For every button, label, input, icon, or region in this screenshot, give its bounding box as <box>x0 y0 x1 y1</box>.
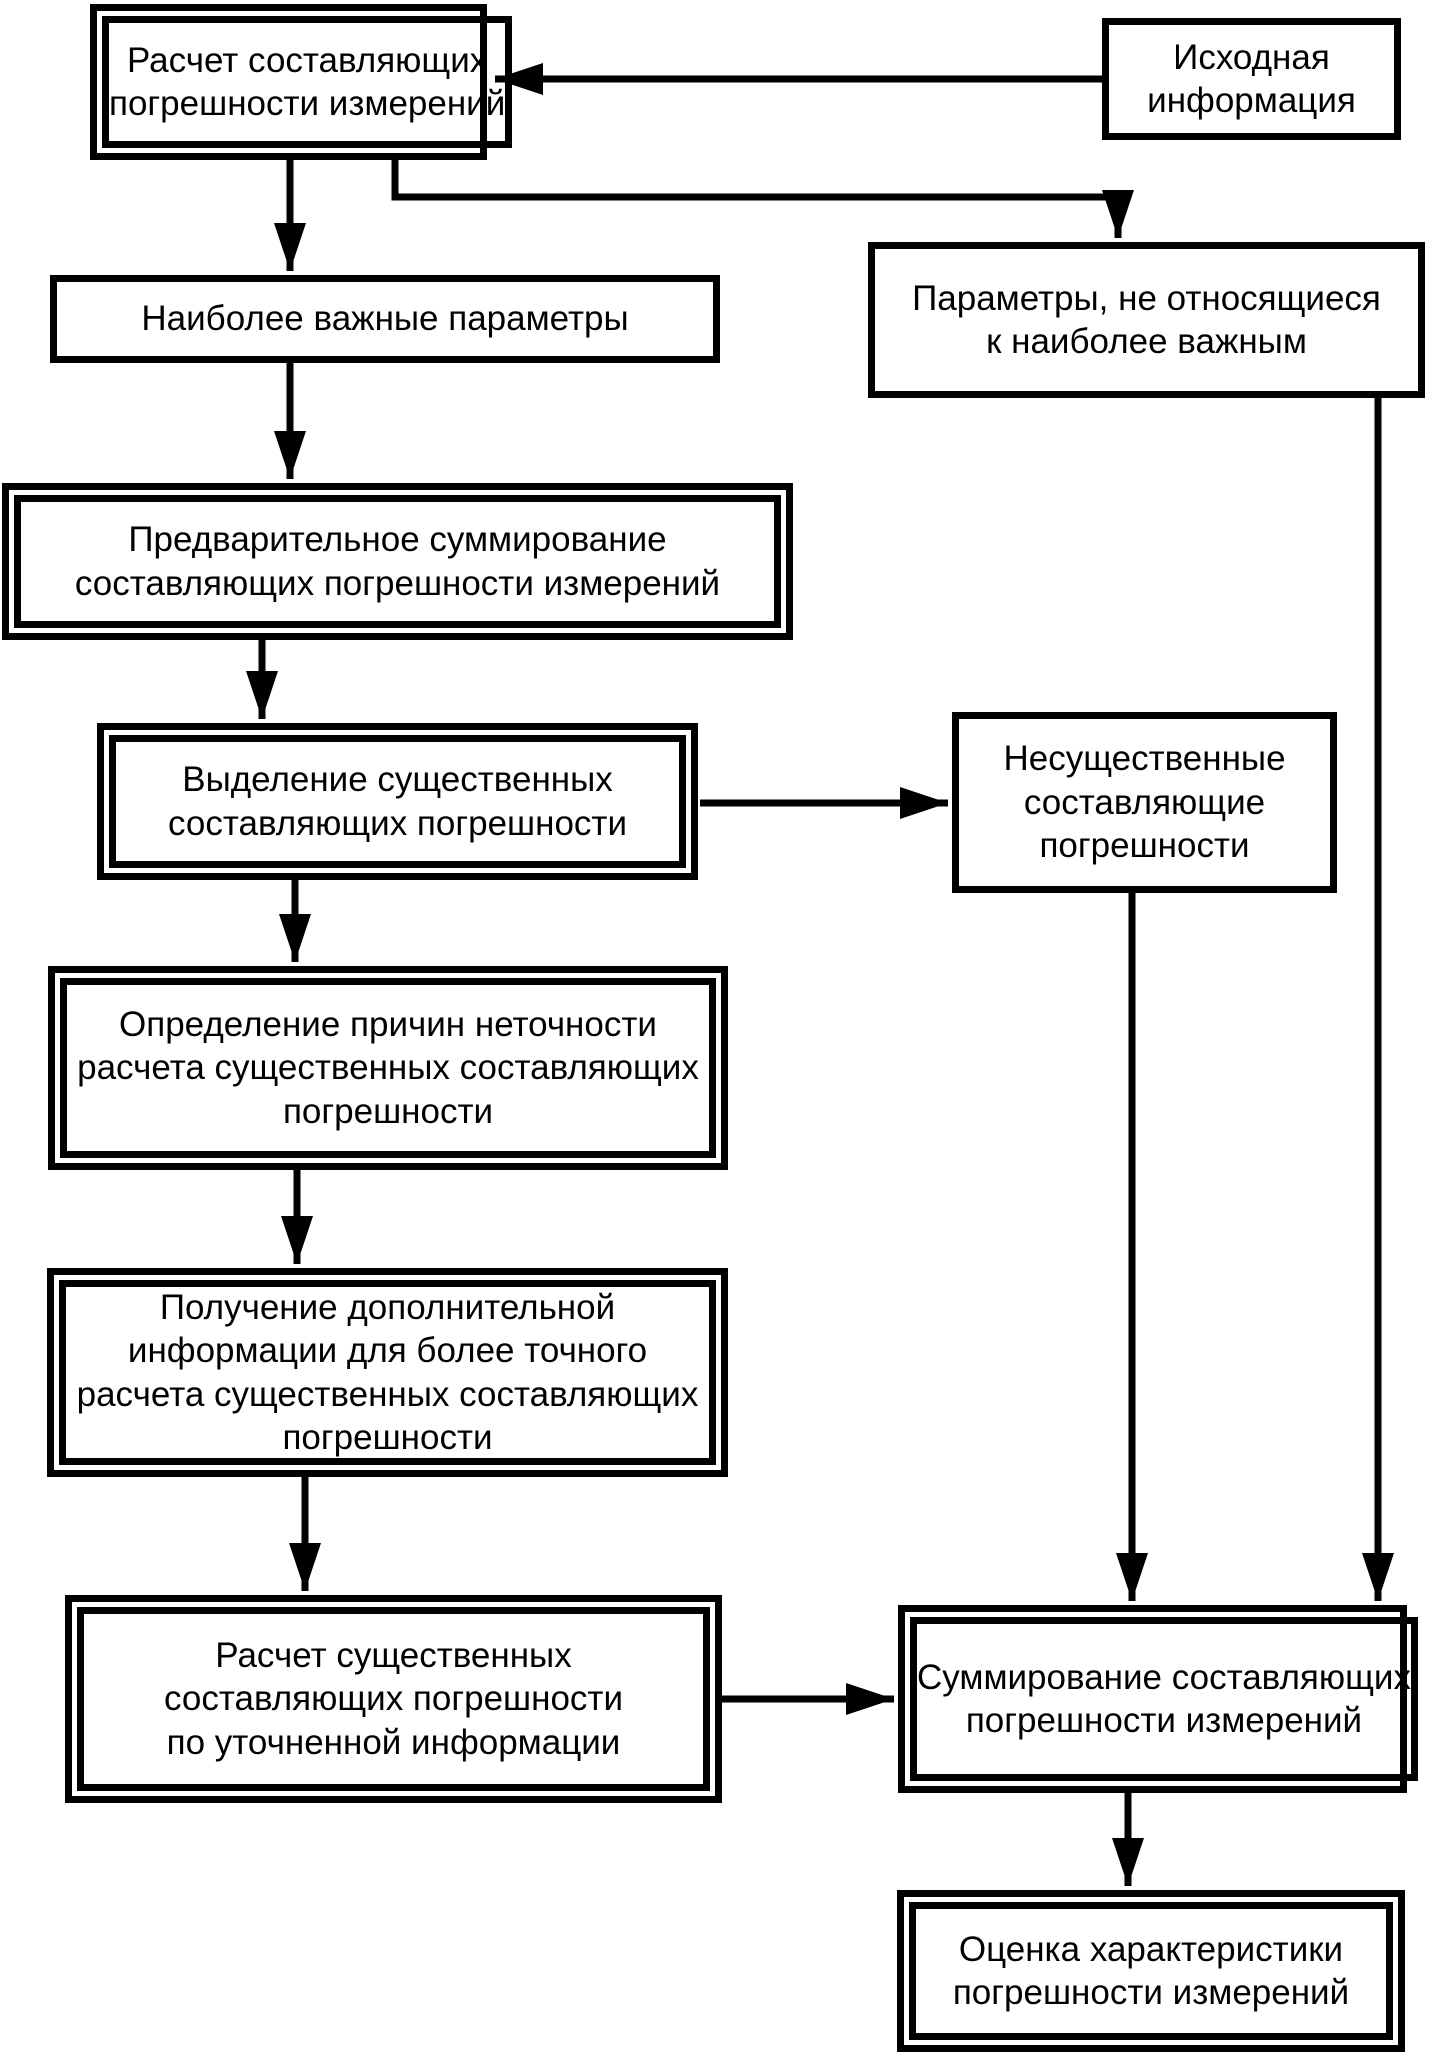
node-calc-error-components: Расчет составляющих погрешности измерени… <box>90 4 513 160</box>
node-label: Наиболее важные параметры <box>141 299 629 339</box>
node-non-important-params: Параметры, не относящиеся к наиболее важ… <box>868 242 1425 398</box>
node-label: Получение дополнительной информации для … <box>76 1287 699 1457</box>
node-label: Выделение существенных составляющих погр… <box>167 760 628 843</box>
node-label: Расчет составляющих погрешности измерени… <box>109 40 506 123</box>
node-label: Суммирование составляющих погрешности из… <box>917 1657 1411 1740</box>
node-label: Расчет существенных составляющих погрешн… <box>163 1635 624 1762</box>
node-label: Несущественные составляющие погрешности <box>1003 739 1286 866</box>
node-preliminary-summation: Предварительное суммирование составляющи… <box>2 483 793 640</box>
node-label: Определение причин неточности расчета су… <box>77 1004 699 1131</box>
node-calc-significant-refined: Расчет существенных составляющих погрешн… <box>65 1595 722 1803</box>
node-label: Оценка характеристики погрешности измере… <box>952 1929 1350 2012</box>
node-most-important-params: Наиболее важные параметры <box>50 275 720 363</box>
edge-calc-to-non-important <box>391 158 1134 238</box>
node-label: Исходная информация <box>1147 37 1356 120</box>
node-source-information: Исходная информация <box>1102 18 1401 140</box>
node-obtain-additional-info: Получение дополнительной информации для … <box>47 1268 728 1477</box>
node-insignificant-components: Несущественные составляющие погрешности <box>952 712 1337 893</box>
node-estimate-characteristic: Оценка характеристики погрешности измере… <box>897 1890 1405 2052</box>
node-determine-causes: Определение причин неточности расчета су… <box>48 966 728 1170</box>
node-label: Параметры, не относящиеся к наиболее важ… <box>912 278 1381 361</box>
node-select-significant: Выделение существенных составляющих погр… <box>97 723 698 880</box>
node-label: Предварительное суммирование составляющи… <box>74 520 721 603</box>
node-summation-components: Суммирование составляющих погрешности из… <box>898 1605 1418 1793</box>
